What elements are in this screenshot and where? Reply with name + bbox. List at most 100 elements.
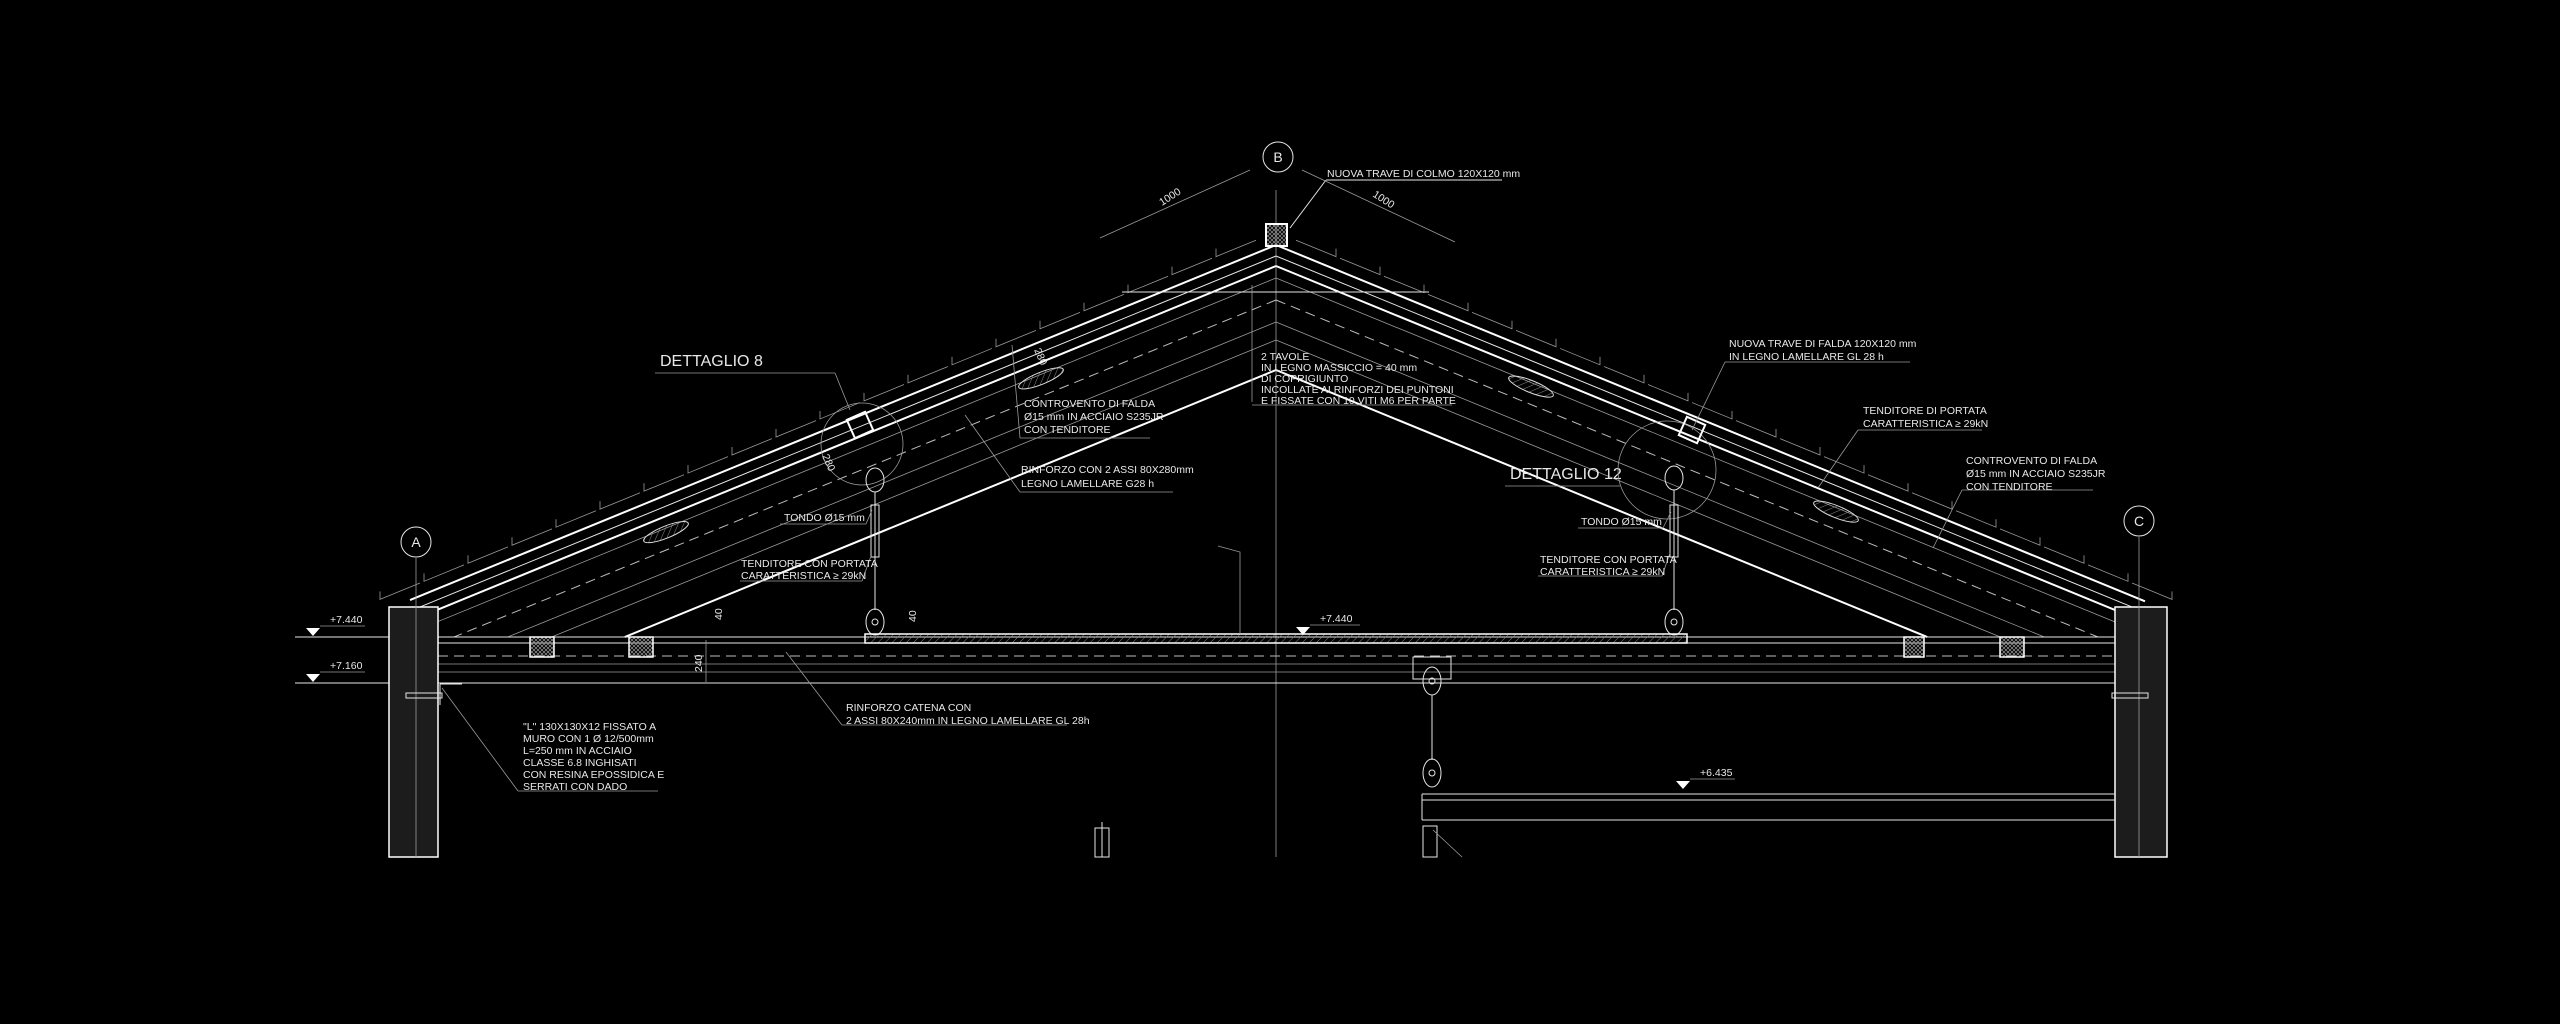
roof-tile bbox=[1867, 474, 1909, 492]
reinforcement-leader bbox=[964, 414, 1021, 493]
lower-hanger bbox=[1412, 656, 1452, 788]
bracing-right-note: CONTROVENTO DI FALDA Ø15 mm IN ACCIAIO S… bbox=[1966, 455, 2106, 493]
roof-tile bbox=[1171, 257, 1213, 276]
svg-text:LEGNO LAMELLARE G28 h: LEGNO LAMELLARE G28 h bbox=[1021, 478, 1154, 490]
roof-tile bbox=[1823, 456, 1865, 474]
dim-line-left bbox=[1099, 169, 1251, 239]
roof-tile bbox=[1735, 420, 1777, 438]
roof-tile bbox=[2131, 582, 2173, 600]
roof-tile bbox=[1779, 438, 1821, 456]
svg-text:IN LEGNO LAMELLARE GL 28 h: IN LEGNO LAMELLARE GL 28 h bbox=[1729, 351, 1884, 363]
bracing-right-leader bbox=[1932, 489, 1963, 549]
axis-b-circle bbox=[1262, 141, 1294, 173]
turnbuckle-slope-note: TENDITORE DI PORTATA CARATTERISTICA ≥ 29… bbox=[1863, 405, 1988, 430]
svg-text:CON TENDITORE: CON TENDITORE bbox=[1966, 481, 2053, 493]
roof-tile bbox=[511, 528, 553, 546]
purlin-leader bbox=[1691, 361, 1726, 431]
rafter-reinforcement-note: RINFORZO CON 2 ASSI 80X280mm LEGNO LAMEL… bbox=[1021, 464, 1194, 490]
elevation-lower: +6.435 bbox=[1700, 767, 1733, 779]
ridge-leader bbox=[1289, 179, 1327, 229]
slope-turnbuckle bbox=[1508, 375, 1554, 398]
rafter-lines bbox=[409, 244, 2146, 638]
roof-tile bbox=[1515, 330, 1557, 348]
roof-tile bbox=[1471, 311, 1513, 330]
angle-bracket-note: "L" 130X130X12 FISSATO A MURO CON 1 Ø 12… bbox=[523, 721, 664, 793]
roof-tile bbox=[1039, 311, 1081, 330]
svg-text:MURO CON 1 Ø 12/500mm: MURO CON 1 Ø 12/500mm bbox=[523, 733, 654, 745]
elevation-marker-lower bbox=[1676, 778, 1735, 789]
turnbuckle-left-note: TENDITORE CON PORTATA CARATTERISTICA ≥ 2… bbox=[741, 558, 878, 582]
rafter-line-right bbox=[1275, 339, 2001, 638]
roof-tile bbox=[1215, 239, 1257, 258]
tie-reinforcement-leader bbox=[785, 651, 843, 726]
purlin-left bbox=[845, 410, 875, 440]
svg-text:TENDITORE CON PORTATA: TENDITORE CON PORTATA bbox=[1540, 554, 1677, 566]
svg-text:"L" 130X130X12 FISSATO A: "L" 130X130X12 FISSATO A bbox=[523, 721, 656, 733]
axis-b-label: B bbox=[1273, 149, 1282, 165]
detail-8-leader bbox=[834, 372, 851, 411]
rafter-line-right bbox=[1275, 244, 2146, 603]
roof-tile bbox=[775, 420, 817, 438]
rafter-line-left bbox=[409, 277, 1277, 634]
tie-reinforcement-note: RINFORZO CATENA CON 2 ASSI 80X240mm IN L… bbox=[846, 702, 1090, 727]
tie-beam-blocks bbox=[529, 636, 2025, 658]
svg-text:2 ASSI 80X240mm IN LEGNO LAMEL: 2 ASSI 80X240mm IN LEGNO LAMELLARE GL 28… bbox=[846, 715, 1090, 727]
svg-text:CARATTERISTICA ≥ 29kN: CARATTERISTICA ≥ 29kN bbox=[741, 570, 866, 582]
svg-text:RINFORZO CON 2 ASSI 80X280mm: RINFORZO CON 2 ASSI 80X280mm bbox=[1021, 464, 1194, 476]
rafter-line-left bbox=[507, 321, 1277, 638]
roof-tile bbox=[555, 510, 597, 528]
roof-tile bbox=[467, 546, 509, 564]
svg-text:CON RESINA EPOSSIDICA E: CON RESINA EPOSSIDICA E bbox=[523, 769, 664, 781]
svg-text:CARATTERISTICA ≥ 29kN: CARATTERISTICA ≥ 29kN bbox=[1540, 566, 1665, 578]
ridge-beam-note: NUOVA TRAVE DI COLMO 120X120 mm bbox=[1327, 168, 1520, 180]
roof-tile bbox=[1603, 366, 1645, 384]
rafter-line-right bbox=[1275, 321, 2045, 638]
dim-line-right bbox=[1301, 169, 1456, 243]
svg-text:Ø15 mm IN ACCIAIO S235JR: Ø15 mm IN ACCIAIO S235JR bbox=[1966, 468, 2106, 480]
svg-text:DI COPRIGIUNTO: DI COPRIGIUNTO bbox=[1261, 373, 1348, 385]
detail-8-circle bbox=[820, 402, 904, 486]
roof-tile bbox=[1127, 275, 1169, 294]
rod-left-note: TONDO Ø15 mm bbox=[784, 512, 865, 524]
svg-text:TENDITORE CON PORTATA: TENDITORE CON PORTATA bbox=[741, 558, 878, 570]
right-anchor-bracket bbox=[2111, 692, 2149, 699]
axis-c-circle bbox=[2123, 505, 2155, 537]
elevation-marker-left-top bbox=[306, 625, 365, 636]
slope-turnbuckle bbox=[1813, 500, 1859, 523]
slope-turnbuckle bbox=[1018, 367, 1064, 390]
svg-text:2 TAVOLE: 2 TAVOLE bbox=[1261, 351, 1309, 363]
dim-40-left: 40 bbox=[713, 608, 725, 620]
rafter-line-left bbox=[453, 299, 1277, 638]
roof-tile bbox=[2087, 564, 2129, 582]
left-wall bbox=[388, 606, 439, 858]
roof-tile bbox=[1083, 293, 1125, 312]
roof-tile bbox=[1427, 293, 1469, 312]
elevation-left-top: +7.440 bbox=[330, 614, 363, 626]
roof-tile bbox=[643, 474, 685, 492]
roof-tile bbox=[995, 330, 1037, 348]
rod-right-note: TONDO Ø15 mm bbox=[1581, 516, 1662, 528]
roof-tile bbox=[1339, 257, 1381, 276]
roof-tile bbox=[951, 348, 993, 366]
dim-280-lower: 280 bbox=[819, 452, 837, 473]
svg-text:Ø15 mm IN ACCIAIO S235JR: Ø15 mm IN ACCIAIO S235JR bbox=[1024, 411, 1164, 423]
bracing-left-note: CONTROVENTO DI FALDA Ø15 mm IN ACCIAIO S… bbox=[1024, 398, 1164, 436]
roof-tile bbox=[1559, 348, 1601, 366]
roof-tile bbox=[731, 438, 773, 456]
svg-text:RINFORZO CATENA CON: RINFORZO CATENA CON bbox=[846, 702, 971, 714]
dim-40-right: 40 bbox=[907, 610, 919, 622]
roof-tile bbox=[1911, 492, 1953, 510]
dim-240: 240 bbox=[693, 654, 705, 672]
post-right bbox=[1422, 825, 1463, 858]
roof-tile bbox=[1295, 239, 1337, 258]
roof-tile bbox=[819, 402, 861, 420]
turnbuckle-right-note: TENDITORE CON PORTATA CARATTERISTICA ≥ 2… bbox=[1540, 554, 1677, 578]
rod-right-leader bbox=[1662, 511, 1672, 529]
right-wall bbox=[2114, 606, 2168, 858]
purlin-note: NUOVA TRAVE DI FALDA 120X120 mm IN LEGNO… bbox=[1729, 338, 1917, 363]
elevation-left-bottom: +7.160 bbox=[330, 660, 363, 672]
svg-text:NUOVA TRAVE DI FALDA 120X120: NUOVA TRAVE DI FALDA 120X120 mm bbox=[1729, 338, 1917, 350]
roof-tile bbox=[687, 456, 729, 474]
rafter-line-right bbox=[1275, 299, 2099, 638]
axis-c-label: C bbox=[2134, 513, 2144, 529]
